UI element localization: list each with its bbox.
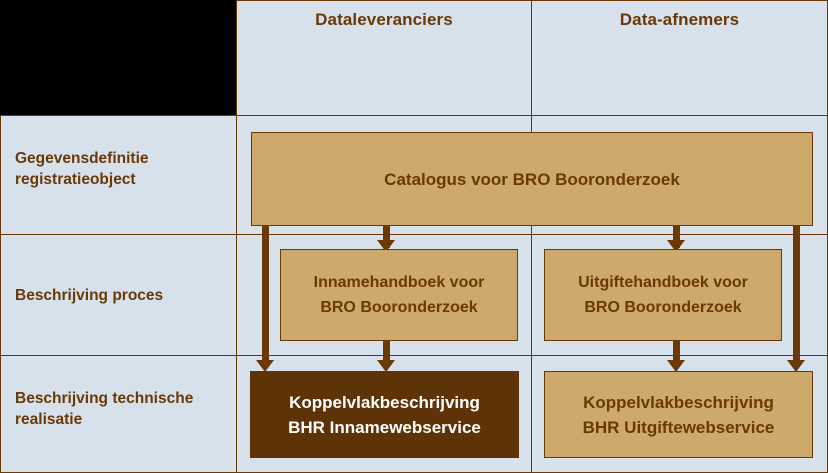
connector-arrowhead-innamehandboek-to-koppelvlak-inname [377,360,395,372]
connector-innamehandboek-to-koppelvlak-inname [383,341,390,367]
box-koppelvlak-uitgifte-label: Koppelvlakbeschrijving BHR Uitgiftewebse… [583,390,775,440]
box-catalogus[interactable]: Catalogus voor BRO Booronderzoek [251,132,813,226]
connector-arrowhead-uitgiftehandboek-to-koppelvlak-uitgifte [667,360,685,372]
box-catalogus-label: Catalogus voor BRO Booronderzoek [384,169,680,189]
connector-catalogus-to-koppelvlak-uitgifte [793,226,800,367]
row-header-cell-gegevensdefinitie: Gegevensdefinitie registratieobject [0,115,237,235]
connector-catalogus-to-innamehandboek [383,226,390,248]
column-header-cell-dataleveranciers: Dataleveranciers [236,0,532,116]
connector-catalogus-to-uitgiftehandboek [673,226,680,248]
box-uitgiftehandboek-label-line2: BRO Booronderzoek [584,299,742,316]
column-header-label-data-afnemers: Data-afnemers [619,10,740,29]
box-innamehandboek[interactable]: Innamehandboek voor BRO Booronderzoek [280,249,518,341]
row-header-label-realisatie: Beschrijving technische realisatie [15,390,194,428]
row-header-label-gegevensdefinitie: Gegevensdefinitie registratieobject [15,150,149,188]
box-koppelvlak-inname-label: Koppelvlakbeschrijving BHR Innamewebserv… [288,390,481,440]
connector-uitgiftehandboek-to-koppelvlak-uitgifte [673,341,680,367]
box-innamehandboek-label-line1: Innamehandboek voor [313,274,485,291]
box-innamehandboek-label: Innamehandboek voor BRO Booronderzoek [314,270,485,320]
row-header-cell-proces: Beschrijving proces [0,234,237,356]
box-uitgiftehandboek-label: Uitgiftehandboek voor BRO Booronderzoek [578,270,748,320]
column-header-label-dataleveranciers: Dataleveranciers [315,10,453,29]
box-innamehandboek-label-line2: BRO Booronderzoek [320,299,478,316]
corner-cell-empty [0,0,237,116]
box-koppelvlak-inname-label-line1: Koppelvlakbeschrijving [289,392,480,412]
row-header-cell-realisatie: Beschrijving technische realisatie [0,355,237,473]
connector-catalogus-to-koppelvlak-inname [262,226,269,367]
row-header-label-proces: Beschrijving proces [15,287,164,304]
connector-arrowhead-catalogus-to-koppelvlak-uitgifte [787,360,805,372]
box-uitgiftehandboek[interactable]: Uitgiftehandboek voor BRO Booronderzoek [544,249,782,341]
box-koppelvlak-uitgifte[interactable]: Koppelvlakbeschrijving BHR Uitgiftewebse… [544,371,813,458]
box-koppelvlak-uitgifte-label-line1: Koppelvlakbeschrijving [583,392,774,412]
column-header-cell-data-afnemers: Data-afnemers [531,0,828,116]
box-koppelvlak-uitgifte-label-line2: BHR Uitgiftewebservice [582,417,775,437]
box-koppelvlak-inname-label-line2: BHR Innamewebservice [288,417,481,437]
connector-arrowhead-catalogus-to-koppelvlak-inname [256,360,274,372]
box-uitgiftehandboek-label-line1: Uitgiftehandboek voor [578,274,748,291]
box-koppelvlak-inname[interactable]: Koppelvlakbeschrijving BHR Innamewebserv… [250,371,519,458]
